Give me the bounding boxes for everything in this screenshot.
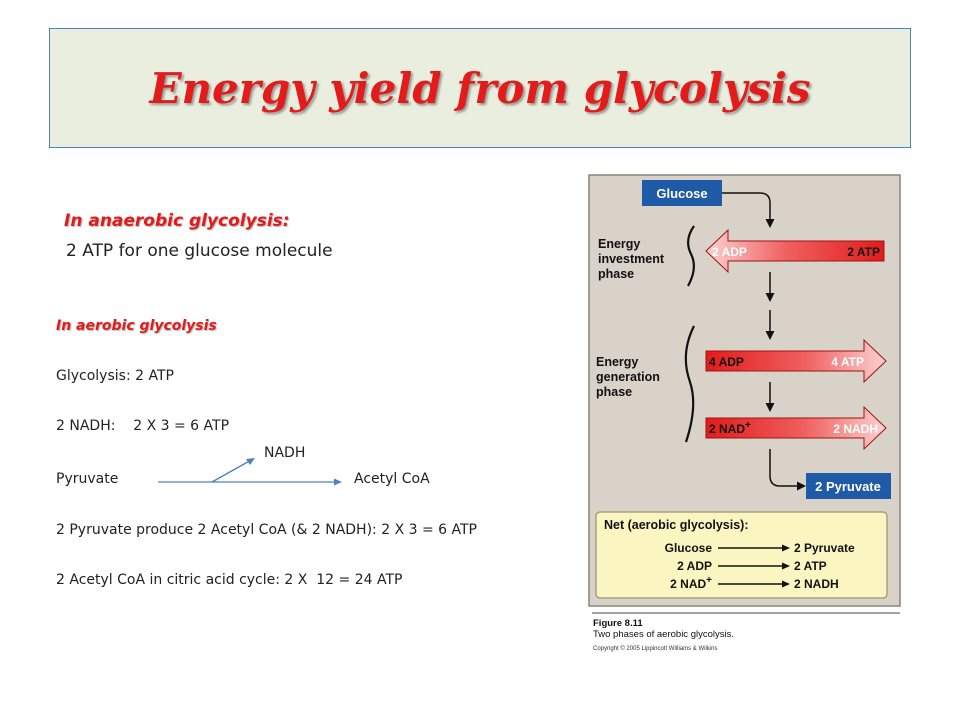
generation-brace xyxy=(684,325,695,443)
investment-phase-label-3: phase xyxy=(598,267,634,281)
aerobic-label-nadh: NADH xyxy=(264,445,306,461)
title-box: Energy yield from glycolysis xyxy=(49,28,911,148)
investment-phase-label-2: investment xyxy=(598,252,665,266)
net-row-1-left: Glucose xyxy=(665,541,713,555)
net-row-2-left: 2 ADP xyxy=(677,559,712,573)
flow-arrow-1 xyxy=(765,219,775,228)
investment-arrow-right: 2 ATP xyxy=(847,245,880,259)
flow-arrow-2 xyxy=(765,293,775,302)
net-row-1-arrow-head xyxy=(782,544,790,552)
anaerobic-text: 2 ATP for one glucose molecule xyxy=(66,241,333,261)
page-title: Energy yield from glycolysis xyxy=(149,63,811,113)
investment-brace xyxy=(687,225,695,287)
nadh-branch-line xyxy=(211,458,254,483)
aerobic-line-citric-acid: 2 Acetyl CoA in citric acid cycle: 2 X 1… xyxy=(56,572,403,588)
aerobic-label-pyruvate: Pyruvate xyxy=(56,471,119,487)
aerobic-line-pyruvate-produce: 2 Pyruvate produce 2 Acetyl CoA (& 2 NAD… xyxy=(56,522,477,538)
investment-phase-label-1: Energy xyxy=(598,237,640,251)
aerobic-line-glycolysis: Glycolysis: 2 ATP xyxy=(56,368,174,384)
net-row-1-right: 2 Pyruvate xyxy=(794,541,855,555)
aerobic-line-nadh: 2 NADH: 2 X 3 = 6 ATP xyxy=(56,418,230,434)
pyruvate-arrow-diagram xyxy=(158,458,342,486)
net-row-2-right: 2 ATP xyxy=(794,559,827,573)
generation-arrow-atp-left: 4 ADP xyxy=(709,355,744,369)
investment-arrow-left: 2 ADP xyxy=(712,245,747,259)
caption-title: Figure 8.11 xyxy=(593,618,643,629)
generation-arrow-nadh-right: 2 NADH xyxy=(833,422,878,436)
generation-phase-label-2: generation xyxy=(596,370,660,384)
investment-arrow xyxy=(705,228,885,274)
glucose-label: Glucose xyxy=(656,186,707,201)
aerobic-heading: In aerobic glycolysis xyxy=(56,318,217,334)
net-row-3-left: 2 NAD+ xyxy=(670,575,712,591)
anaerobic-heading: In anaerobic glycolysis: xyxy=(64,211,290,231)
generation-arrow-nadh-left: 2 NAD+ xyxy=(709,420,751,436)
net-row-3-right: 2 NADH xyxy=(794,577,839,591)
aerobic-label-acetyl-coa: Acetyl CoA xyxy=(354,471,430,487)
net-row-2-arrow-head xyxy=(782,562,790,570)
pyruvate-box xyxy=(806,473,891,499)
caption-text: Two phases of aerobic glycolysis. xyxy=(593,629,734,640)
flow-line-glucose xyxy=(722,192,771,222)
pyruvate-arrow-head xyxy=(334,478,342,486)
generation-arrow-nadh xyxy=(705,405,887,451)
generation-arrow-atp-right: 4 ATP xyxy=(831,355,864,369)
flow-arrow-4 xyxy=(765,403,775,412)
flow-line-pyruvate xyxy=(769,449,798,487)
glycolysis-figure: Glucose Energy investment phase 2 ADP 2 … xyxy=(588,174,901,652)
net-row-3-arrow-head xyxy=(782,580,790,588)
net-box xyxy=(595,511,888,599)
glucose-box xyxy=(642,180,722,206)
nadh-branch-head xyxy=(246,458,255,465)
generation-arrow-atp xyxy=(705,338,887,384)
pyruvate-label: 2 Pyruvate xyxy=(815,479,881,494)
caption-copyright: Copyright © 2005 Lippincott Williams & W… xyxy=(593,645,717,652)
generation-phase-label-1: Energy xyxy=(596,355,638,369)
net-title: Net (aerobic glycolysis): xyxy=(604,518,749,532)
generation-phase-label-3: phase xyxy=(596,385,632,399)
flow-arrow-3 xyxy=(765,331,775,340)
flow-arrow-pyruvate xyxy=(797,481,806,491)
